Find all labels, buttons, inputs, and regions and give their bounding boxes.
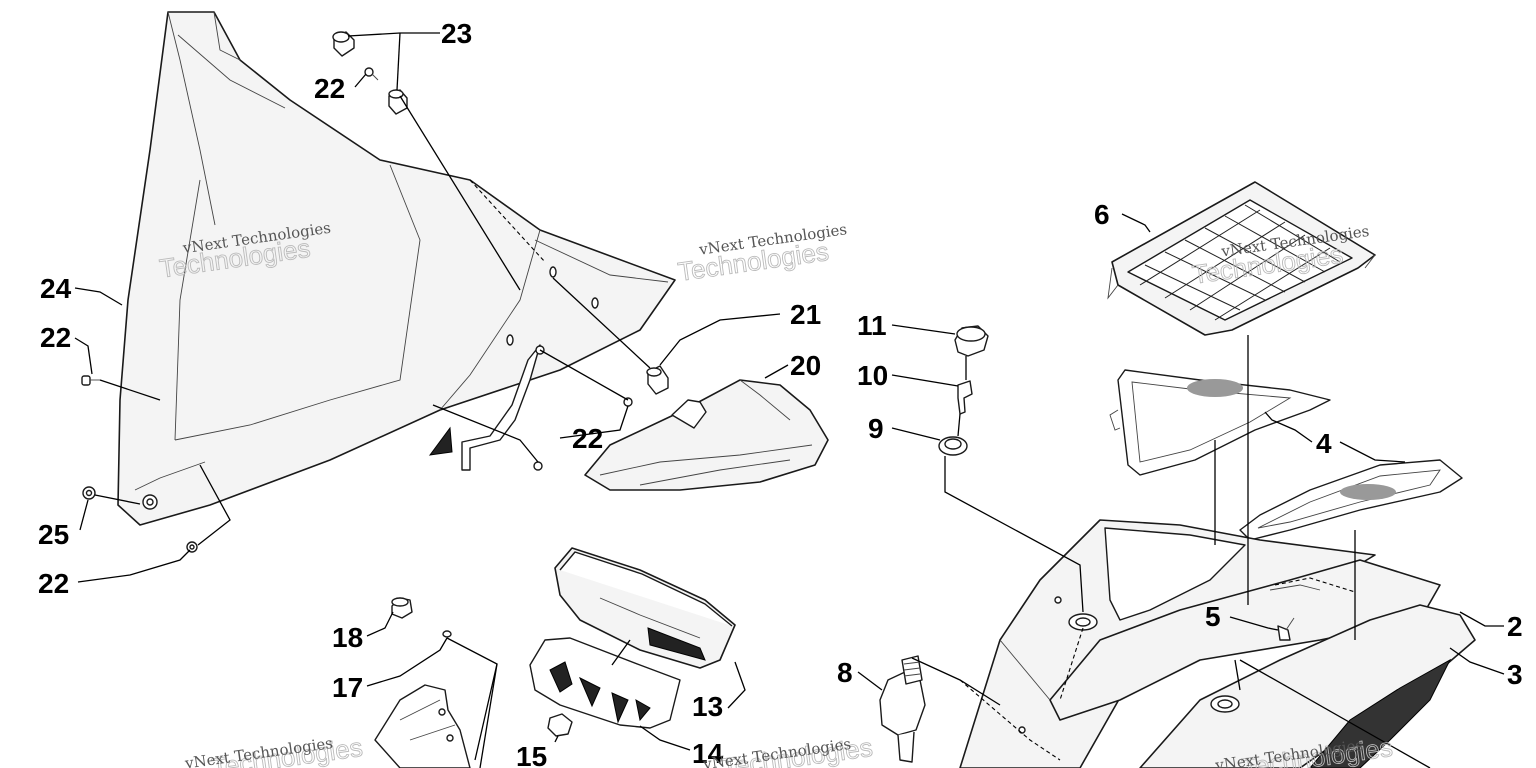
watermark-bottom-center: Technologies vNext Technologies [701,731,875,768]
direction-arrow [428,426,453,456]
callout-11: 11 [857,310,887,341]
washer-part-17 [442,630,452,638]
callout-20: 20 [790,350,821,381]
callout-22: 22 [572,423,603,454]
callout-2: 2 [1507,611,1523,642]
watermark-top-center: Technologies vNext Technologies [676,220,848,287]
grommet-part-21 [646,365,669,395]
callout-24: 24 [40,273,72,304]
bezel-part-9 [938,436,968,456]
nut-part-18 [391,597,413,619]
nut-22-bottom [186,541,198,553]
callout-8: 8 [837,657,853,688]
callout-4: 4 [1316,428,1332,459]
headlight-pod-part-20 [584,379,829,491]
screw-22-mid [623,397,633,407]
windshield-part-24 [117,11,676,526]
washer-25 [82,486,96,500]
mount-bracket [374,684,471,768]
callout-17: 17 [332,672,363,703]
key-cap-part-11 [954,325,989,357]
callout-23: 23 [441,18,472,49]
callout-18: 18 [332,622,363,653]
bolt-part-15 [547,713,573,737]
switch-part-8 [879,655,926,763]
screw-22-left [81,375,100,386]
screw-22-top [364,67,379,81]
callout-22: 22 [38,568,69,599]
gauge-part-13 [554,547,736,669]
storage-net-tray-part-6 [1107,181,1376,336]
callout-13: 13 [692,691,723,722]
callout-14: 14 [692,738,724,768]
front-fender-body [959,519,1476,768]
leader-lines [74,32,1505,768]
callout-3: 3 [1507,659,1523,690]
callout-15: 15 [516,741,547,768]
gauge-bracket-part-14 [529,637,681,729]
callout-22: 22 [314,73,345,104]
key-part-10 [957,380,973,415]
callout-10: 10 [857,360,888,391]
callout-25: 25 [38,519,69,550]
lens-part-4-lower [1239,459,1463,541]
callout-5: 5 [1205,601,1221,632]
callout-22: 22 [40,322,71,353]
screw-part-5 [1277,617,1295,641]
callout-labels: 23 22 24 22 25 22 22 21 20 11 10 9 6 4 5… [38,18,1523,768]
callout-6: 6 [1094,199,1110,230]
callout-9: 9 [868,413,884,444]
lens-part-4-upper [1109,369,1331,476]
bushing-part-23-upper [332,31,355,57]
screw-22-bracket [533,461,543,471]
callout-21: 21 [790,299,821,330]
watermark-bottom-left: Technologies vNext Technologies [183,731,365,768]
